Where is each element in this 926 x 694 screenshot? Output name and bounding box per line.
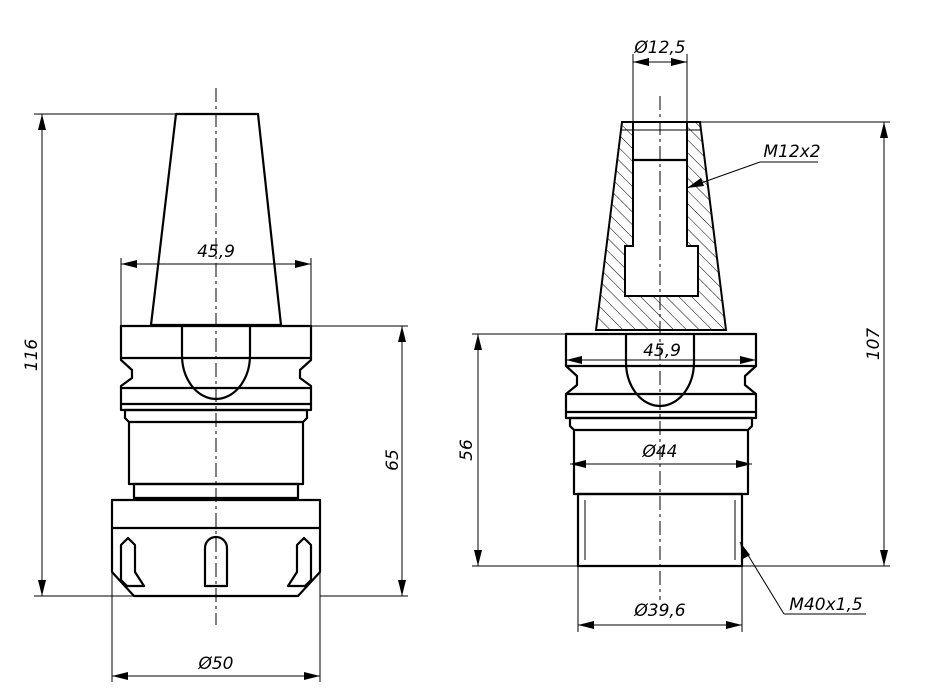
left-flange [119, 324, 313, 412]
left-nut-slot-right [286, 536, 313, 588]
right-dim-thread-outer: M40x1,5 [789, 595, 862, 615]
right-dim-flange-width: 45,9 [643, 341, 681, 361]
left-dim-height-total: 116 [22, 339, 42, 372]
left-dim-height-lower: 65 [383, 449, 403, 471]
right-dim-bottom-diameter: Ø39,6 [633, 601, 685, 621]
right-view: Ø12,5 M12x2 107 56 45,9 Ø44 [457, 38, 890, 632]
left-nut-slot-left [119, 536, 146, 588]
right-dim-height-lower: 56 [457, 439, 477, 461]
left-nut-slot-center [203, 535, 229, 588]
left-dim-flange-width: 45,9 [197, 242, 235, 262]
right-dim-thread-inner: M12x2 [763, 142, 820, 162]
left-body [123, 408, 309, 486]
right-dim-height-total: 107 [864, 328, 884, 361]
left-dim-nut-diameter: Ø50 [197, 654, 233, 674]
right-dim-body-diameter: Ø44 [641, 442, 677, 462]
left-view: 116 65 45,9 Ø50 [22, 88, 408, 682]
right-dim-top-diameter: Ø12,5 [633, 38, 685, 58]
right-body [568, 416, 754, 496]
